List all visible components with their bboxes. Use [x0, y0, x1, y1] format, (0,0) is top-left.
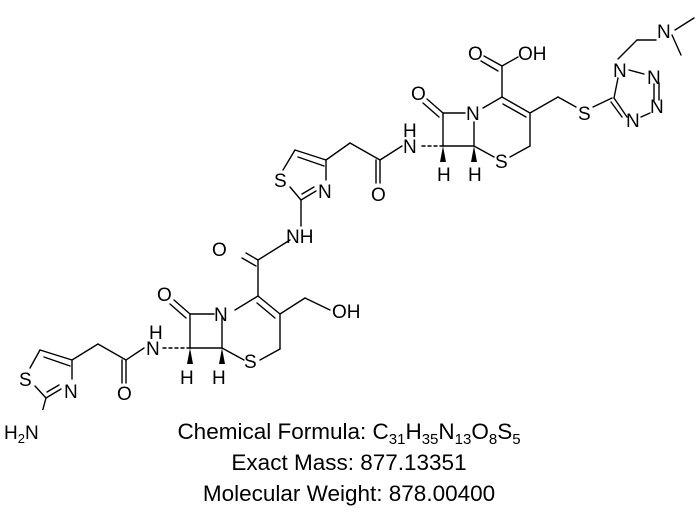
atom-label: N [647, 68, 661, 89]
atom-labels: O OH O N H N H H S S N N N N N S N O NH … [19, 22, 671, 405]
atom-label: O [157, 285, 172, 306]
atom-label: N [403, 137, 417, 158]
compound-info: Chemical Formula: C31H35N13O8S5 Exact Ma… [0, 416, 698, 509]
atom-label: H [403, 121, 417, 142]
atom-label: OH [332, 302, 361, 323]
atom-label: S [19, 370, 32, 391]
atom-label: O [468, 44, 483, 65]
atom-label: OH [518, 44, 547, 65]
tetrazole-bonds [610, 17, 695, 118]
chemical-structure: O OH O N H N H H S S N N N N N S N O NH … [19, 17, 695, 410]
atom-label: O [212, 240, 227, 261]
atom-label: N [626, 111, 640, 132]
molecular-weight: Molecular Weight: 878.00400 [0, 478, 698, 509]
atom-label: H [437, 165, 451, 186]
atom-label: S [244, 352, 257, 373]
atom-label: O [371, 185, 386, 206]
lower-linker-bonds [29, 343, 145, 410]
atom-label: N [650, 97, 664, 118]
atom-label: N [318, 182, 332, 203]
formula-value: C31H35N13O8S5 [372, 419, 521, 448]
atom-label: N [613, 61, 627, 82]
atom-label: N [64, 382, 78, 403]
atom-label: H [468, 165, 482, 186]
chemical-formula: Chemical Formula: C31H35N13O8S5 [0, 416, 698, 447]
atom-label: S [274, 171, 287, 192]
atom-label: N [214, 305, 228, 326]
amine-label: H2N [4, 423, 39, 446]
atom-label: H [149, 323, 163, 344]
atom-label: N [146, 339, 160, 360]
atom-label: H [212, 368, 226, 389]
atom-label: H [180, 368, 194, 389]
atom-label: NH [286, 227, 313, 248]
middle-linker-bonds [257, 142, 403, 261]
exact-mass: Exact Mass: 877.13351 [0, 447, 698, 478]
upper-cephem-bonds [418, 55, 613, 162]
atom-label: S [495, 152, 508, 173]
lower-cephem-bonds [162, 252, 331, 364]
atom-label: O [117, 384, 132, 405]
atom-label: O [411, 84, 426, 105]
atom-label: N [466, 104, 480, 125]
formula-label: Chemical Formula: [177, 419, 367, 444]
exact-mass-label: Exact Mass: [231, 450, 354, 475]
mol-weight-label: Molecular Weight: [202, 481, 383, 506]
atom-label: S [578, 104, 591, 125]
atom-label: N [657, 22, 671, 43]
mol-weight-value: 878.00400 [388, 481, 496, 506]
exact-mass-value: 877.13351 [360, 450, 467, 475]
